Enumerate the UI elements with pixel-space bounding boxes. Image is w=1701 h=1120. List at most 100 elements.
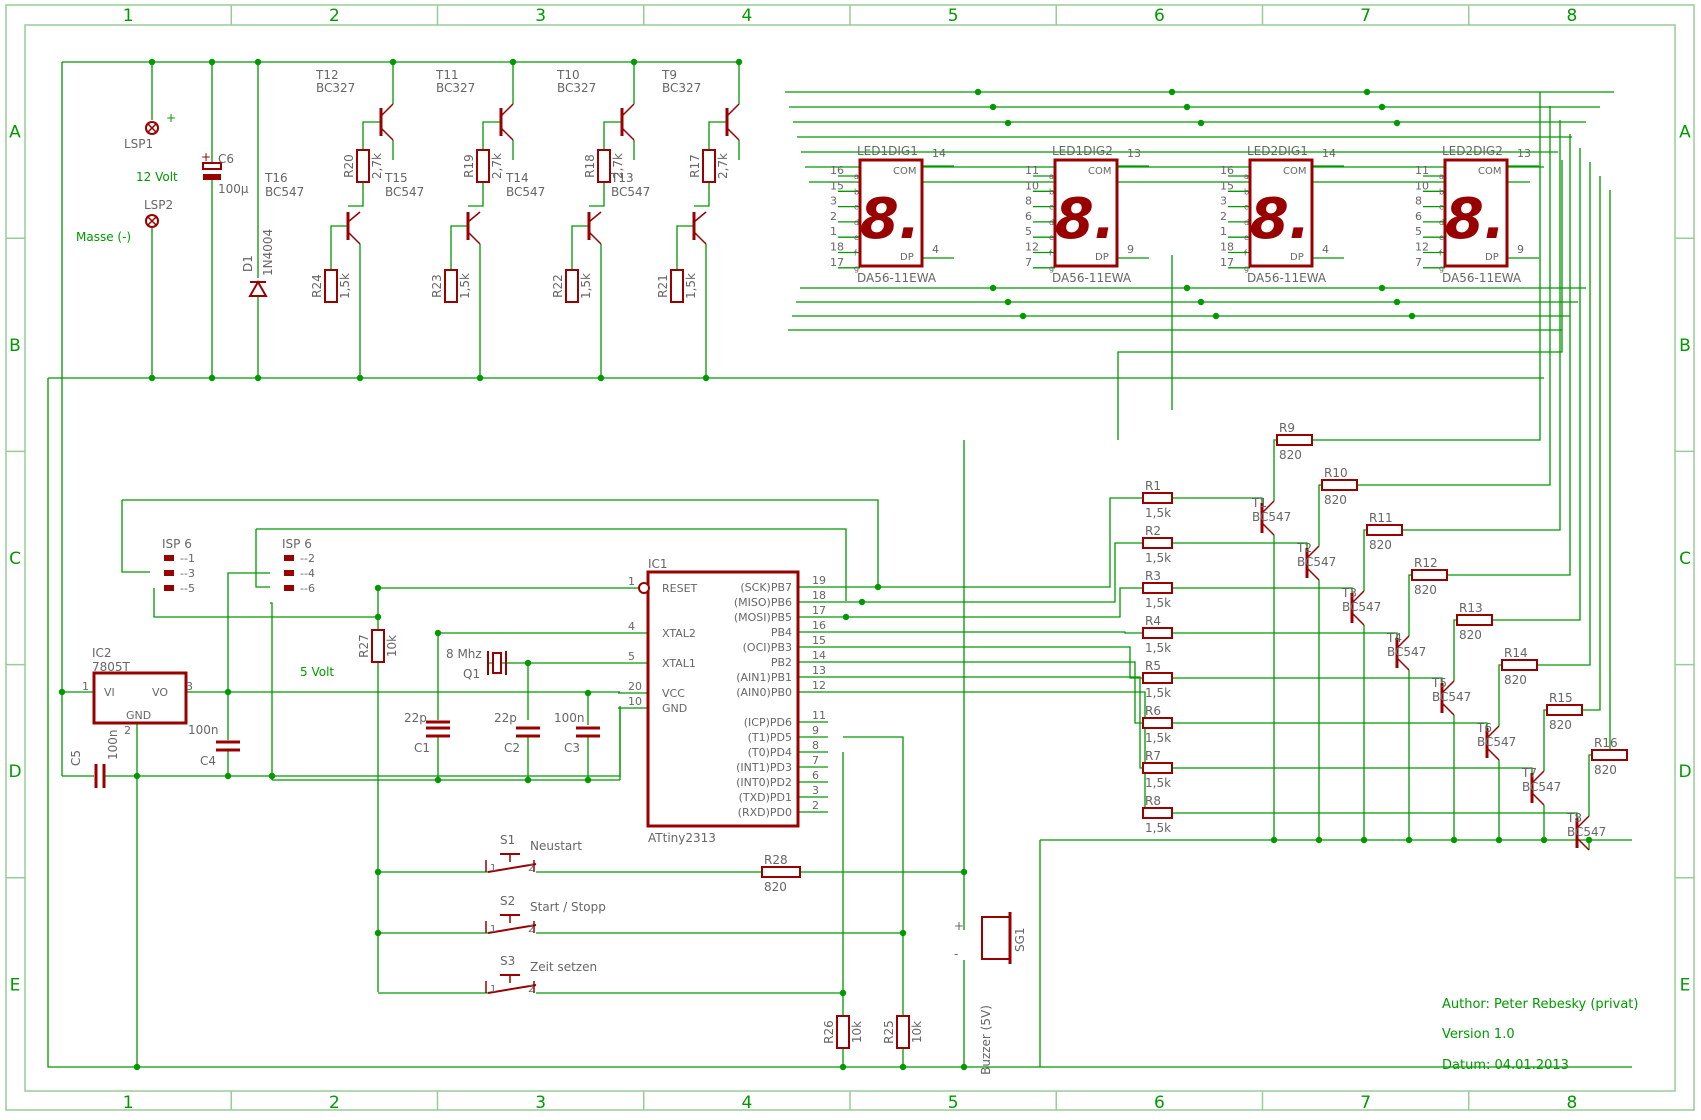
crystal-freq: 8 Mhz xyxy=(446,647,482,661)
c5-name: C5 xyxy=(69,750,83,766)
part-line xyxy=(146,122,158,134)
segment-pin: 2 xyxy=(1220,210,1227,223)
part-line xyxy=(347,231,361,245)
pnp-type: BC327 xyxy=(557,81,596,95)
display-name: LED1DIG2 xyxy=(1052,144,1113,158)
wire xyxy=(1172,587,1353,608)
segment-letter: g xyxy=(1439,264,1444,273)
column-label: 2 xyxy=(329,1093,340,1113)
segment-letter: d xyxy=(1439,218,1444,227)
wire xyxy=(121,500,150,573)
npn-type: BC547 xyxy=(385,185,424,199)
label-text: R17 xyxy=(688,154,702,178)
wire xyxy=(362,121,381,150)
segment-pin: 3 xyxy=(1220,195,1227,208)
junction-dot xyxy=(1360,836,1368,844)
wire xyxy=(1609,190,1627,756)
mcu-pin-number: 1 xyxy=(628,575,635,588)
junction-dot xyxy=(1408,312,1416,320)
wire xyxy=(270,602,273,780)
resistor xyxy=(1142,762,1173,774)
junction-dot xyxy=(133,1063,141,1071)
resistor xyxy=(1142,537,1173,549)
part-line xyxy=(500,127,514,141)
label-text: 1,5k xyxy=(1145,776,1171,790)
segment-letter: d xyxy=(854,218,859,227)
mcu-name: IC1 xyxy=(648,557,668,571)
regulator-part: 7805T xyxy=(92,660,131,674)
reset-bubble xyxy=(638,582,650,594)
isp-pin-label: --6 xyxy=(300,582,315,595)
wire xyxy=(676,225,694,270)
column-label: 1 xyxy=(123,1093,134,1113)
label-text: 1,5k xyxy=(1145,641,1171,655)
segment-letter: f xyxy=(1049,249,1052,258)
v12-label: 12 Volt xyxy=(136,170,178,184)
label-text: 1,5k xyxy=(1145,596,1171,610)
segment-letter: a xyxy=(1049,172,1054,181)
wire xyxy=(1172,722,1488,743)
row-label: A xyxy=(1679,123,1691,143)
resistor xyxy=(1142,627,1173,639)
switch-name: S1 xyxy=(500,833,515,847)
resistor xyxy=(1142,807,1173,819)
cap-value: 22p xyxy=(494,711,517,725)
resistor xyxy=(1142,582,1173,594)
cap-name: C3 xyxy=(564,741,580,755)
resistor xyxy=(1411,569,1448,581)
mcu-pin-number: 5 xyxy=(628,650,635,663)
part-line xyxy=(1306,545,1320,559)
segment-pin: 8 xyxy=(1025,195,1032,208)
mcu-pin-number: 13 xyxy=(812,664,826,677)
com-pin: 14 xyxy=(1322,147,1336,160)
segment-pin: 12 xyxy=(1415,241,1429,254)
wire xyxy=(1402,120,1561,531)
mcu-pin-number: 16 xyxy=(812,619,826,632)
junction-dot xyxy=(476,374,484,382)
segment-pin: 2 xyxy=(830,210,837,223)
part-line xyxy=(726,127,740,141)
part-line xyxy=(146,215,158,227)
junction-dot xyxy=(133,772,141,780)
switch-pin: 1 xyxy=(490,984,496,995)
buzzer-label: Buzzer (5V) xyxy=(979,1005,993,1075)
segment-letter: b xyxy=(1244,187,1249,196)
isp-pin-label: --2 xyxy=(300,552,315,565)
mcu-left-pin-label: VCC xyxy=(662,687,685,700)
wire xyxy=(255,529,270,588)
lsp1-plus: + xyxy=(166,111,176,125)
row-label: B xyxy=(1679,336,1691,356)
junction-dot xyxy=(702,374,710,382)
isp-pin xyxy=(284,570,294,576)
regulator-vo: VO xyxy=(152,686,168,699)
part-line xyxy=(693,231,707,245)
part-line xyxy=(467,211,481,223)
display-com: COM xyxy=(1283,166,1306,177)
label-text: R27 xyxy=(357,634,371,658)
junction-dot xyxy=(597,374,605,382)
pnp-type: BC327 xyxy=(316,81,355,95)
junction-dot xyxy=(1495,836,1503,844)
date-text: Datum: 04.01.2013 xyxy=(1442,1058,1569,1073)
mcu-right-pin-label: (ICP)PD6 xyxy=(744,716,792,729)
part-line xyxy=(1531,770,1545,784)
part-line xyxy=(1486,747,1500,761)
wire-layer xyxy=(47,61,1632,1068)
wire xyxy=(227,572,270,692)
wire xyxy=(828,587,1143,618)
wire xyxy=(828,497,1143,588)
wire xyxy=(1312,92,1541,441)
label-text: R22 xyxy=(551,274,565,298)
resistor xyxy=(1456,614,1493,626)
wire xyxy=(1453,619,1457,681)
part-line xyxy=(1351,590,1365,604)
junction-dot xyxy=(374,868,382,876)
crystal-name: Q1 xyxy=(463,667,480,681)
label-text: R7 xyxy=(1145,749,1161,763)
v5-label: 5 Volt xyxy=(300,665,334,679)
mcu-pin-number: 4 xyxy=(628,620,635,633)
display-com: COM xyxy=(1478,166,1501,177)
lsp2-label: LSP2 xyxy=(144,198,173,212)
pnp-name: T12 xyxy=(315,68,339,82)
